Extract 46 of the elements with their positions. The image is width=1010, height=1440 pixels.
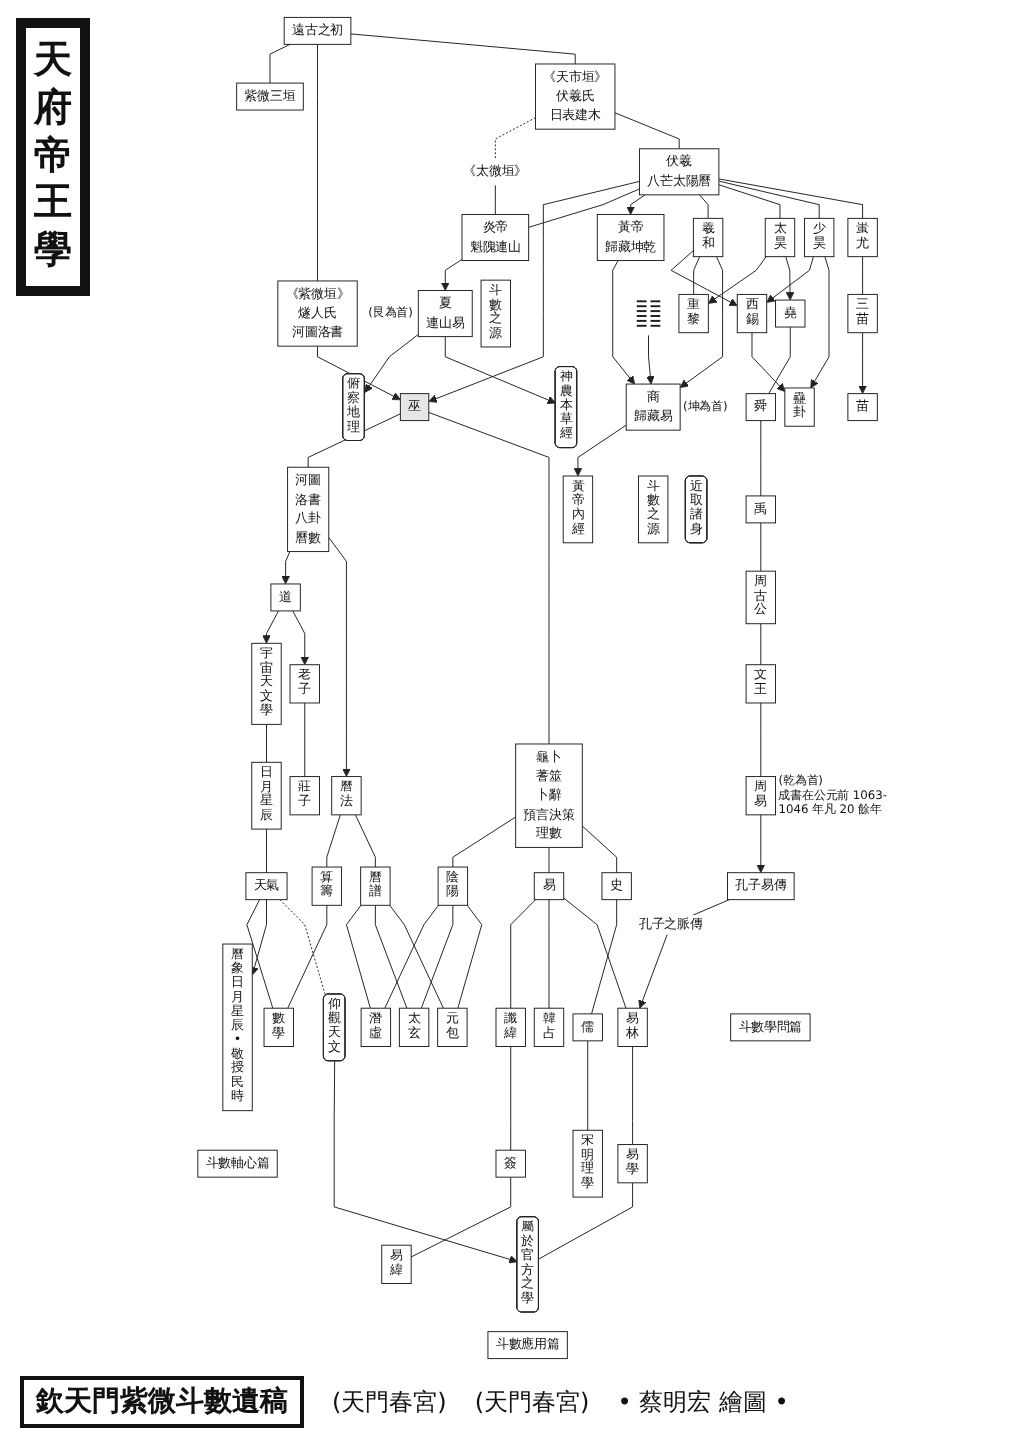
connector [349,33,575,65]
note-text: (天門春宮) [332,1385,447,1419]
connector [409,1176,511,1258]
connector [586,1040,588,1131]
connector [698,194,708,219]
connector [456,904,482,1009]
connector [767,326,790,395]
connector [265,828,266,874]
title: 天府帝王學 [22,24,84,290]
connector [527,188,639,228]
connector [419,904,453,1009]
connector [692,256,700,295]
connector [316,43,317,282]
connector [580,825,617,874]
connector [325,814,340,868]
connector [759,702,761,778]
connector [278,899,325,997]
connector [547,899,549,1009]
connector [759,623,761,666]
connector [373,904,407,1009]
caption: 欽天門紫微斗數遺稿 [20,1376,304,1428]
connector [717,178,863,219]
connector [759,522,761,572]
note-text: (天門春宮) [474,1385,590,1419]
connector [759,420,761,497]
note-text: • 蔡明宏 繪圖 • [617,1385,789,1419]
connector [303,702,305,778]
connector [861,256,863,295]
connector [265,723,266,763]
connector [353,814,375,868]
connector [717,184,780,219]
connector [562,897,626,1009]
connector [344,904,370,1009]
connector [590,899,617,1015]
connector [286,904,327,1009]
connector [493,117,535,159]
connector [509,899,536,1009]
connector [613,112,679,150]
connector [493,184,495,215]
connector [717,180,819,219]
connector [537,1182,633,1260]
connector [631,1046,633,1146]
connector [427,411,549,745]
connector [451,816,516,868]
connector [509,1046,511,1151]
connector [547,846,549,874]
